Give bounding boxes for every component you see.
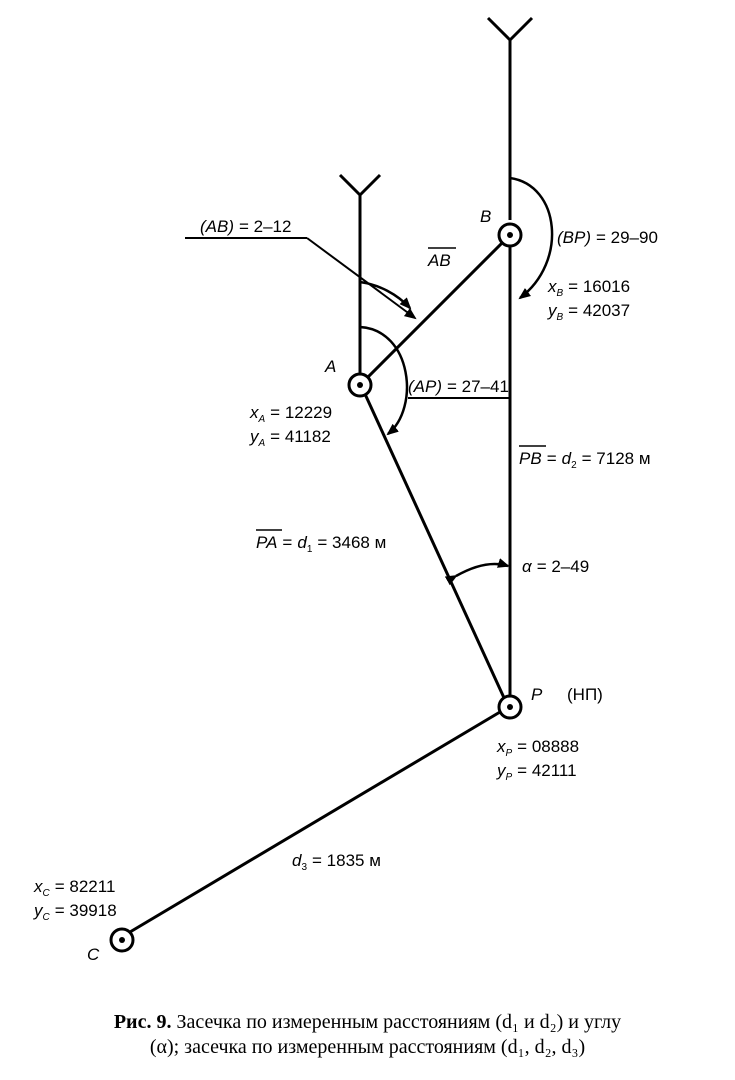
distance-ab-label: AB <box>427 247 456 270</box>
point-c-label: C <box>87 945 100 964</box>
distance-d3-label: d3= 1835 м <box>292 851 381 873</box>
caption-line-1: Рис. 9. Засечка по измеренным расстояния… <box>0 1010 735 1035</box>
line-a-p <box>363 393 507 701</box>
point-p-label: P <box>531 685 543 704</box>
svg-text:AB: AB <box>427 251 451 270</box>
north-line-a <box>338 173 382 375</box>
station-b <box>497 222 523 248</box>
distance-pb-label: PB=d2= 7128 м <box>519 445 651 471</box>
coord-y-p: yP= 42111 <box>496 761 577 783</box>
figure-caption: Рис. 9. Засечка по измеренным расстояния… <box>0 1010 735 1060</box>
distance-pa-label: PA=d1= 3468 м <box>256 529 386 555</box>
angle-arc-bp <box>509 176 554 300</box>
coord-y-a: yA= 41182 <box>249 427 331 449</box>
station-a <box>347 372 373 398</box>
coord-x-a: xA= 12229 <box>249 403 332 425</box>
caption-line-2: (α); засечка по измеренным расстояниям (… <box>149 1036 586 1058</box>
point-a-label: A <box>324 357 336 376</box>
station-p <box>497 694 523 720</box>
north-line-b <box>486 16 534 220</box>
ab-leader <box>185 237 417 320</box>
line-p-c <box>129 710 501 934</box>
svg-text:PA=d1= 3468 м: PA=d1= 3468 м <box>256 533 386 555</box>
svg-text:PB=d2= 7128 м: PB=d2= 7128 м <box>519 449 651 471</box>
line-a-b <box>358 233 512 387</box>
caption-text-1: Засечка по измеренным расстояниям (d₁ и … <box>171 1011 622 1033</box>
angle-arc-alpha <box>444 558 510 586</box>
angle-ab-label: (AB)= 2–12 <box>200 217 291 236</box>
angle-ap-label: (AP)= 27–41 <box>408 377 509 396</box>
angle-bp-label: (BP)= 29–90 <box>557 228 658 247</box>
point-p-note: (НП) <box>567 685 603 704</box>
angle-arc-ab <box>359 280 412 310</box>
coord-y-b: yB= 42037 <box>547 301 630 323</box>
coord-x-c: xC= 82211 <box>33 877 115 899</box>
angle-alpha-label: α= 2–49 <box>522 557 589 576</box>
coord-x-p: xP= 08888 <box>496 737 579 759</box>
survey-diagram: A B P (НП) C xA= 12229 yA= 41182 xB= 160… <box>33 16 658 964</box>
caption-fig-number: Рис. 9. <box>113 1011 172 1033</box>
coord-y-c: yC= 39918 <box>33 901 117 923</box>
station-c <box>109 927 135 953</box>
coord-x-b: xB= 16016 <box>547 277 630 299</box>
angle-arc-ap <box>359 325 409 436</box>
point-b-label: B <box>480 207 491 226</box>
